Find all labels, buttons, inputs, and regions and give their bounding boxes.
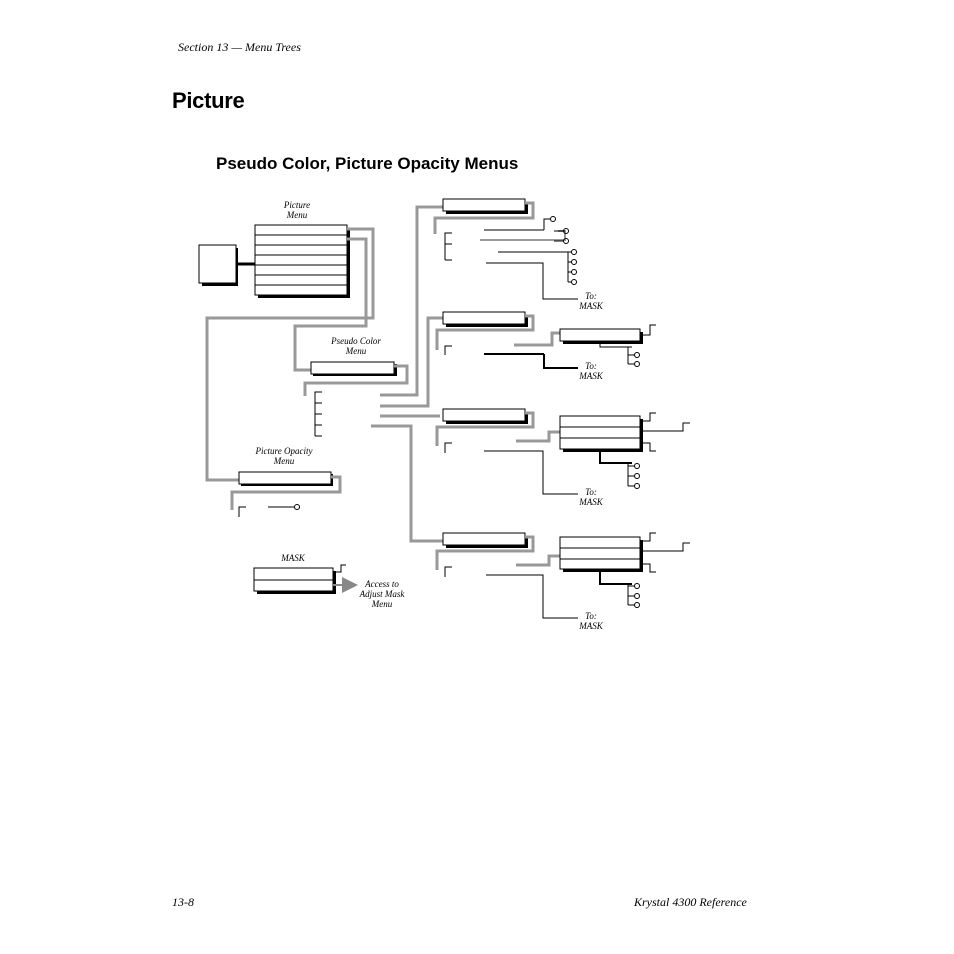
pseudo-color-branches <box>371 205 443 543</box>
picture-opacity-menu-label: Picture Opacity Menu <box>255 446 313 466</box>
pseudo-color-menu-label: Pseudo Color Menu <box>331 336 381 356</box>
pseudo-color-menu-box <box>303 361 409 437</box>
book-title: Krystal 4300 Reference <box>634 895 747 909</box>
page-title: Picture <box>172 88 245 113</box>
branch-3 <box>435 408 690 495</box>
root-block <box>198 244 255 286</box>
running-head: Section 13 — Menu Trees <box>178 40 301 54</box>
branch-2 <box>435 311 656 369</box>
picture-menu-connectors <box>205 227 375 482</box>
picture-opacity-menu-box <box>230 471 342 517</box>
picture-menu-box <box>254 224 350 298</box>
mask-label: MASK <box>281 553 305 563</box>
mask-box <box>253 564 358 594</box>
picture-menu-label: Picture Menu <box>283 200 311 220</box>
access-adjust-mask-label: Access to Adjust Mask Menu <box>359 579 405 609</box>
page-number: 13-8 <box>172 895 194 909</box>
to-mask-label-4: To: MASK <box>579 611 603 631</box>
to-mask-label-3: To: MASK <box>579 487 603 507</box>
branch-1 <box>433 198 578 300</box>
to-mask-label-2: To: MASK <box>579 361 603 381</box>
branch-4 <box>435 532 690 619</box>
to-mask-label-1: To: MASK <box>579 291 603 311</box>
section-subtitle: Pseudo Color, Picture Opacity Menus <box>216 154 519 173</box>
